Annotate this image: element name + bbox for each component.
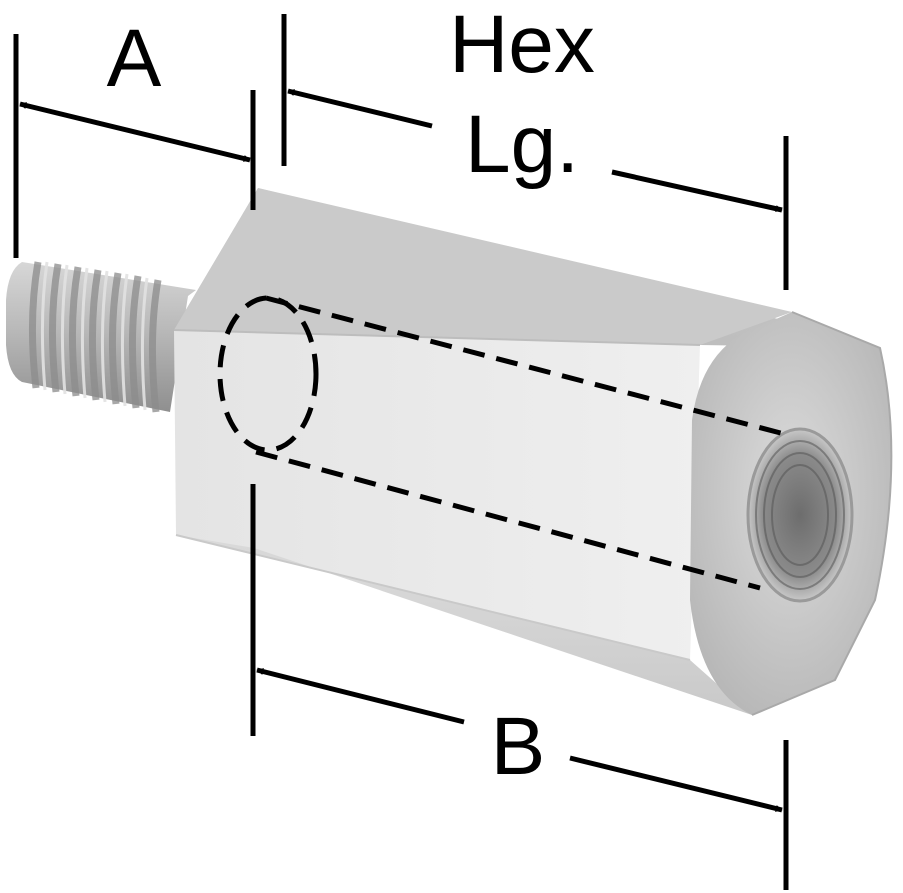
dimension-b-arrow-right bbox=[569, 755, 783, 813]
dimension-hex-arrow-right bbox=[611, 169, 783, 213]
dimension-hex-label: Hex bbox=[449, 0, 595, 90]
male-threaded-stud bbox=[6, 261, 196, 413]
dimension-a-arrow bbox=[19, 101, 251, 163]
dimension-a-label: A bbox=[107, 13, 162, 104]
hidden-bore bbox=[217, 295, 793, 591]
dimension-b: B bbox=[250, 484, 789, 890]
internal-threaded-hole bbox=[746, 427, 854, 603]
dimension-a: A bbox=[13, 13, 256, 258]
dimension-b-label: B bbox=[491, 701, 546, 792]
dimension-hex-arrow-left bbox=[287, 88, 433, 129]
dimension-lg-label: Lg. bbox=[465, 99, 579, 190]
dimension-b-arrow-left bbox=[256, 667, 465, 725]
hex-body bbox=[173, 188, 880, 715]
dimension-hex-length: Hex Lg. bbox=[281, 0, 789, 290]
